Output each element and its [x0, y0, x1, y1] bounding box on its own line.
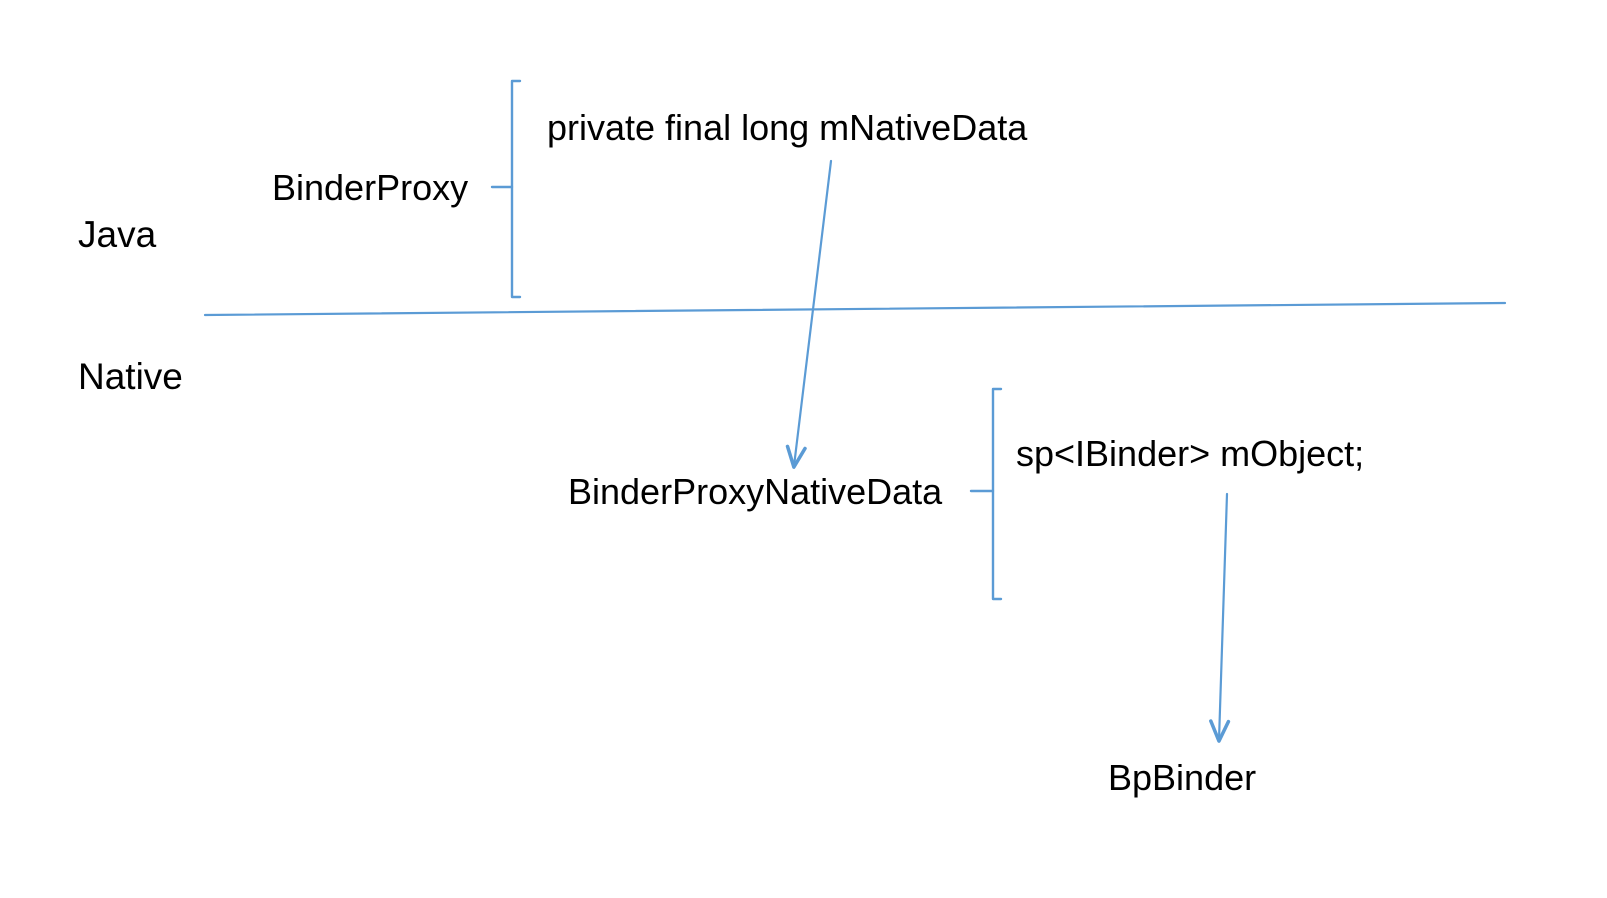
- binderproxynativedata-bracket: [969, 387, 1003, 601]
- java-native-divider: [203, 301, 1507, 317]
- binderproxy-bracket: [490, 79, 522, 299]
- node-label-mnativedata: private final long mNativeData: [547, 107, 1028, 148]
- node-label-binderproxy: BinderProxy: [272, 167, 469, 208]
- node-label-mobject: sp<IBinder> mObject;: [1016, 433, 1365, 474]
- node-label-bpbinder: BpBinder: [1108, 757, 1257, 798]
- connector-mobject-to-bpbinder: [1209, 492, 1231, 743]
- node-label-binderproxynativedata: BinderProxyNativeData: [568, 471, 943, 512]
- layer-label-native: Native: [78, 356, 183, 397]
- connector-mnativedata-to-bindernativedata: [785, 159, 833, 469]
- layer-label-java: Java: [78, 214, 157, 255]
